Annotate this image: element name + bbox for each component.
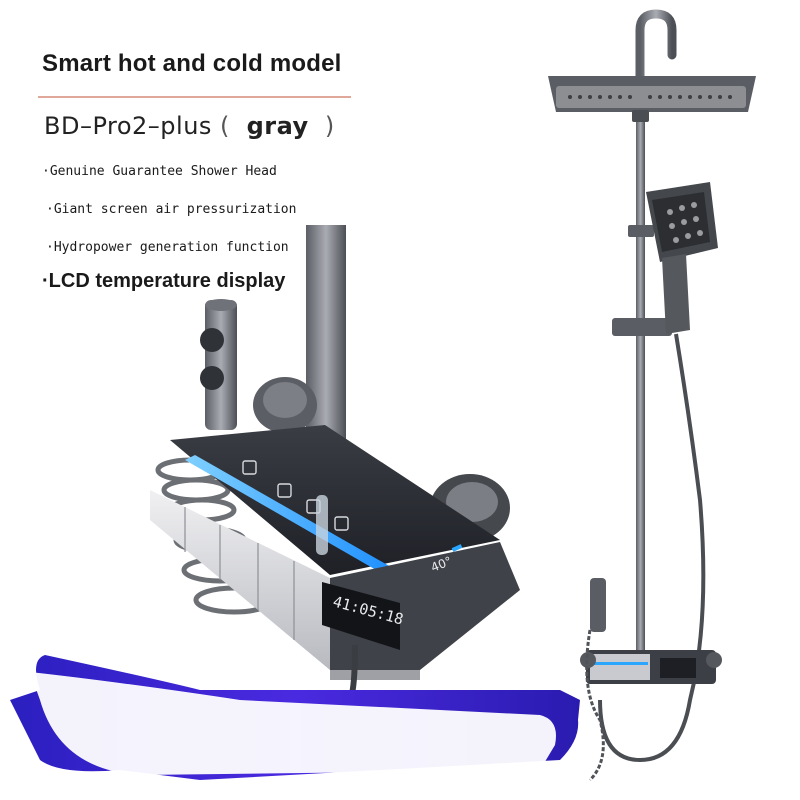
open-paren: (: [220, 112, 230, 140]
feature-item: ·Giant screen air pressurization: [46, 202, 296, 217]
title-divider: [38, 96, 351, 98]
page-title: Smart hot and cold model: [42, 50, 342, 78]
feature-item: ·Hydropower generation function: [46, 240, 289, 255]
model-color: gray: [246, 112, 309, 140]
model-line: BD–Pro2–plus ( gray ): [44, 112, 335, 140]
close-paren: ): [325, 112, 335, 140]
model-name: BD–Pro2–plus: [44, 112, 212, 140]
promo-banner: [10, 655, 580, 780]
shower-column: [548, 14, 756, 780]
feature-item: ·Genuine Guarantee Shower Head: [42, 164, 277, 179]
feature-item: ·LCD temperature display: [42, 270, 285, 293]
panel-closeup: [150, 225, 520, 700]
